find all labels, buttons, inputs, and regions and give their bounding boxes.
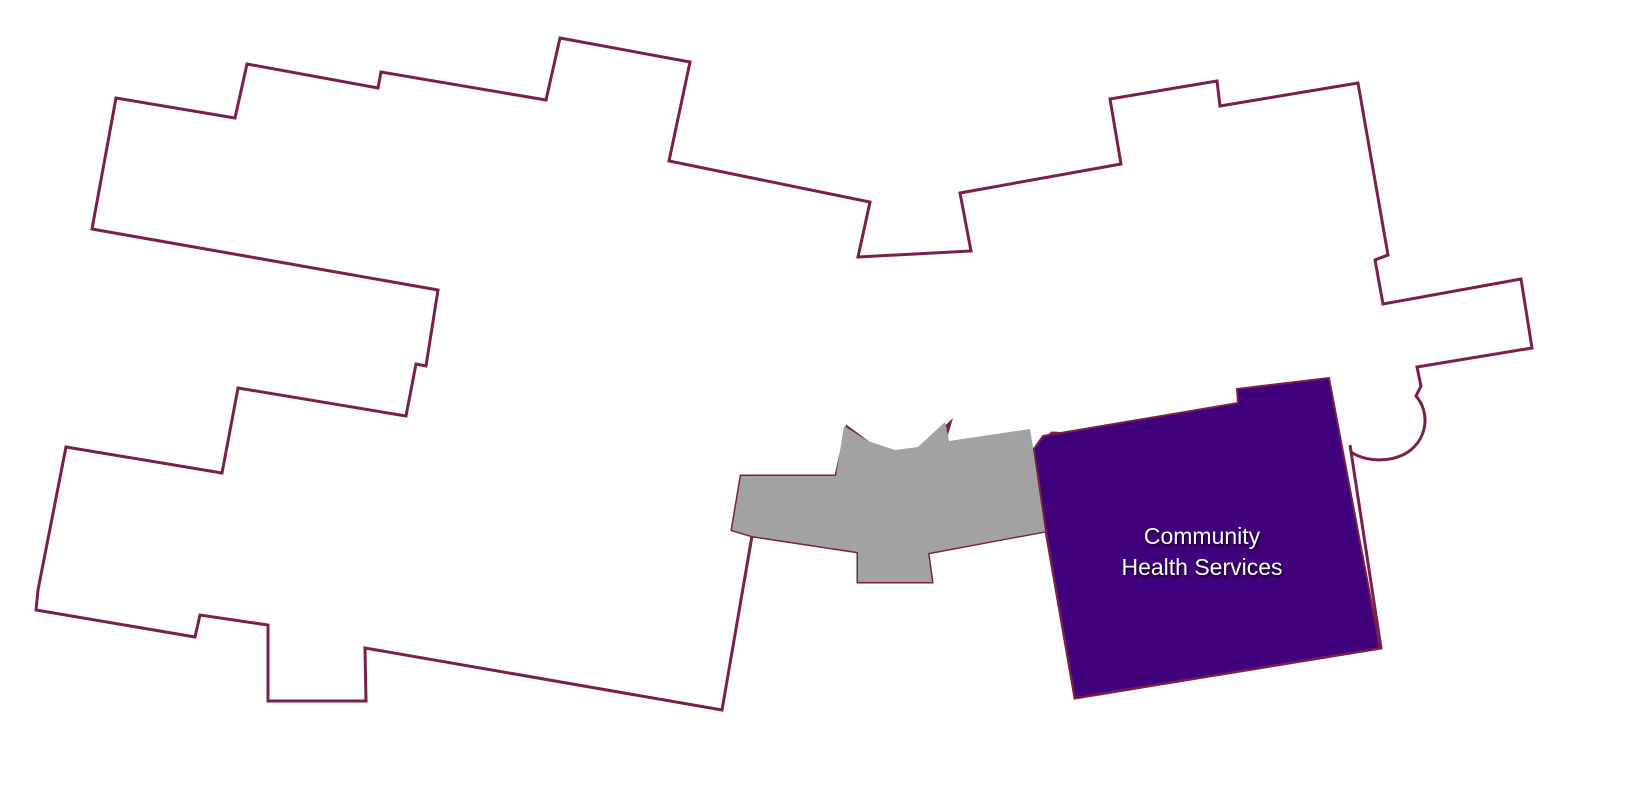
community-health-services-area[interactable] [1033, 377, 1381, 699]
region-label-line2: Health Services [1121, 554, 1282, 580]
region-label-line1: Community [1144, 523, 1261, 549]
community-health-services-region[interactable]: Community Health Services [1033, 377, 1381, 699]
left-wing-outline [34, 36, 1534, 712]
gray-common-area [732, 422, 1047, 582]
